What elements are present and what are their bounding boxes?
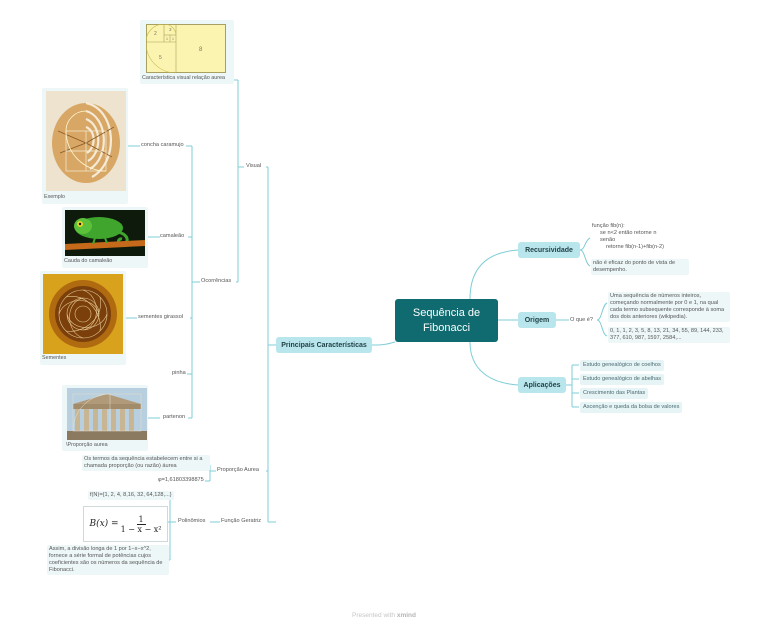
code-line-3: senão — [600, 236, 616, 243]
parthenon-image — [67, 388, 147, 440]
grid-label-5: 5 — [159, 55, 162, 61]
formula-fraction: 1 1 − x − x² — [121, 515, 162, 534]
camaleao-label[interactable]: camaleão — [160, 233, 185, 239]
code-line-1: função fib(n): — [592, 223, 625, 229]
topic-principais-label: Principais Características — [281, 341, 367, 349]
fn-series: f(N)={1, 2, 4, 8,16, 32, 64,128,...} — [88, 491, 174, 500]
sunflower-caption: Sementes — [42, 355, 67, 361]
shell-caption: Exemplo — [44, 194, 65, 200]
grid-label-3: 3 — [169, 27, 172, 32]
footer-prefix: Presented with — [352, 612, 396, 619]
root-line1: Sequência de — [412, 306, 481, 319]
topic-recursividade-label: Recursividade — [525, 246, 573, 254]
funcao-geratriz-label[interactable]: Função Geratriz — [221, 518, 262, 524]
root-topic[interactable]: Sequência de Fibonacci — [395, 299, 498, 342]
origem-sequence: 0, 1, 1, 2, 3, 5, 8, 13, 21, 34, 55, 89,… — [608, 327, 730, 343]
formula-lhs: B(x) = — [89, 519, 119, 529]
nautilus-shell-image — [46, 91, 126, 191]
partenon-label[interactable]: partenon — [163, 414, 186, 420]
formula-numerator: 1 — [136, 514, 146, 525]
topic-aplicacoes[interactable]: Aplicações — [518, 377, 566, 393]
grid-label-1a: 1 — [166, 37, 168, 41]
sementes-label[interactable]: sementes girassol — [138, 314, 184, 320]
phi-value: φ=1,61803398875 — [158, 477, 204, 483]
app-item[interactable]: Crescimento das Plantas — [580, 388, 649, 399]
code-line-2: se n<2 então retorne n — [600, 229, 657, 236]
generating-function-formula: B(x) = 1 1 − x − x² — [83, 506, 168, 542]
topic-aplicacoes-label: Aplicações — [523, 381, 561, 389]
visual-label[interactable]: Visual — [246, 163, 262, 169]
grid-label-2: 2 — [154, 31, 157, 37]
footer: Presented with xmind — [0, 612, 768, 619]
chameleon-caption: Cauda do camaleão — [64, 258, 113, 264]
proporcao-aurea-label[interactable]: Proporção Aurea — [217, 467, 259, 473]
topic-origem[interactable]: Origem — [518, 312, 556, 328]
ocorrencias-label[interactable]: Ocorrências — [201, 278, 232, 284]
recursion-note: não é eficaz do ponto de vista de desemp… — [591, 259, 689, 275]
polinomios-label[interactable]: Polinômios — [178, 518, 206, 524]
topic-recursividade[interactable]: Recursividade — [518, 242, 580, 258]
origem-description: Uma sequência de números inteiros, começ… — [608, 292, 730, 322]
chameleon-image — [65, 210, 145, 256]
proporcao-text: Os termos da sequência estabelecem entre… — [82, 455, 210, 471]
footer-brand[interactable]: xmind — [396, 612, 416, 619]
recursion-code: função fib(n): se n<2 então retorne n se… — [592, 223, 664, 251]
root-line2: Fibonacci — [422, 321, 471, 334]
sunflower-seeds-image — [43, 274, 123, 354]
formula-denominator: 1 − x − x² — [120, 524, 162, 534]
topic-origem-label: Origem — [524, 316, 550, 324]
golden-rectangle-image: 2 3 1 1 5 8 — [146, 24, 226, 73]
pinha-label[interactable]: pinha — [172, 370, 186, 376]
visual-caption: Característica visual relação aurea — [142, 75, 225, 81]
origem-question: O que é? — [570, 317, 594, 323]
generating-text: Assim, a divisão longa de 1 por 1−x−x^2,… — [47, 545, 169, 575]
app-item[interactable]: Estudo genealógico de abelhas — [580, 374, 665, 385]
grid-label-1b: 1 — [172, 37, 174, 41]
topic-principais[interactable]: Principais Características — [276, 337, 372, 353]
grid-label-8: 8 — [199, 47, 203, 53]
code-line-4: retorne fib(n-1)+fib(n-2) — [606, 243, 664, 250]
parthenon-caption: \Proporção aurea — [66, 442, 108, 448]
concha-label[interactable]: concha caramujo — [141, 142, 184, 148]
app-item[interactable]: Estudo genealógico de coelhos — [580, 360, 664, 371]
app-item[interactable]: Ascenção e queda da bolsa de valores — [580, 402, 683, 413]
